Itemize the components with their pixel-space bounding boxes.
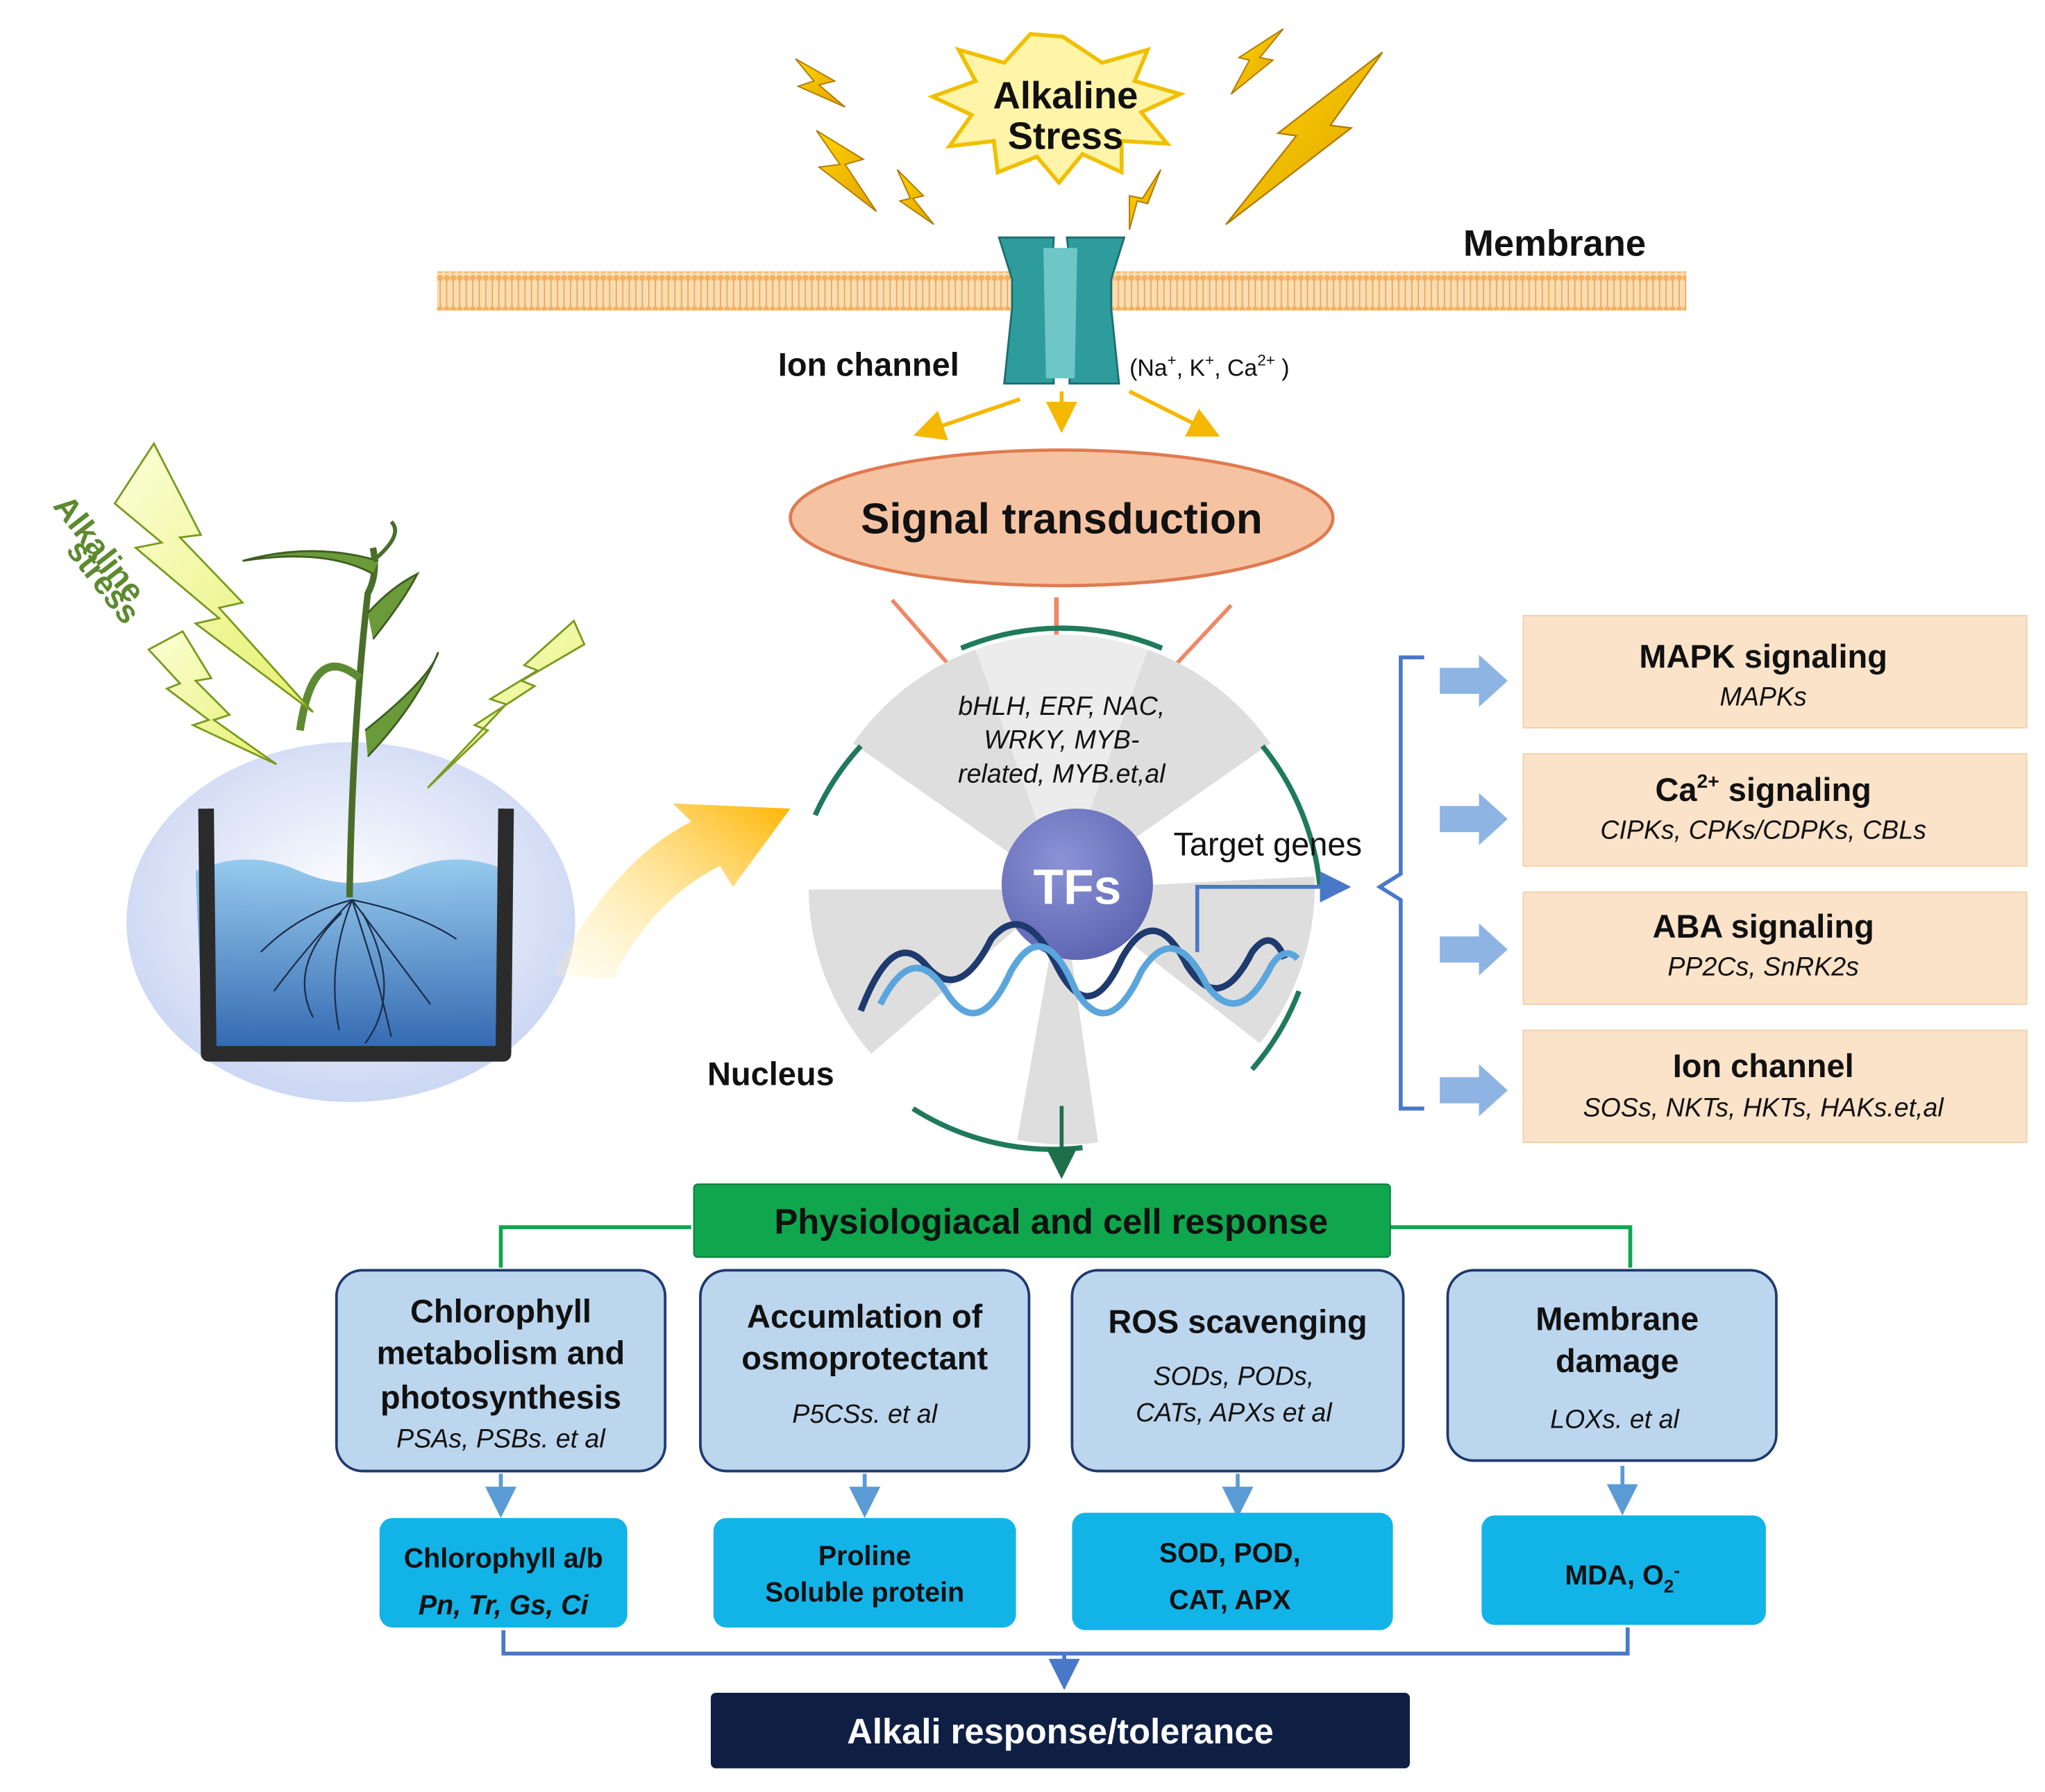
response-box (699, 1269, 1031, 1473)
response-title-line: photosynthesis (380, 1378, 621, 1415)
transcription-arrow (1195, 871, 1352, 952)
pathway-arrow-icon (1440, 923, 1508, 976)
pathway-box-ion-channel: Ion channel SOSs, NKTs, HKTs, HAKs.et,al (1522, 1029, 2028, 1144)
outcome-box (1072, 1512, 1393, 1630)
tfs-circle (1001, 809, 1153, 961)
stress-title-line2: Stress (1008, 115, 1124, 157)
signal-transduction-label: Signal transduction (861, 496, 1263, 543)
response-ros-scavenging: ROS scavenging SODs, PODs, CATs, APXs et… (1070, 1269, 1405, 1630)
outcome-line: CAT, APX (1169, 1585, 1290, 1616)
pathway-title: MAPK signaling (1639, 638, 1887, 675)
response-membrane-damage: Membrane damage LOXs. et al MDA, O2- (1446, 1269, 1778, 1625)
membrane-label: Membrane (1463, 223, 1646, 264)
lightning-bolt-icon (1129, 169, 1162, 230)
outcome-box (379, 1518, 628, 1628)
pathway-genes: CIPKs, CPKs/CDPKs, CBLs (1600, 815, 1926, 844)
outcome-line: SOD, POD, (1159, 1538, 1301, 1569)
nucleus: bHLH, ERF, NAC, WRKY, MYB- related, MYB.… (707, 625, 1362, 1152)
outcome-line: Soluble protein (765, 1577, 964, 1607)
final-label: Alkali response/tolerance (847, 1711, 1274, 1751)
pathway-arrow-icon (1440, 1064, 1508, 1117)
pathway-bracket (1376, 654, 1508, 1117)
response-box (1070, 1269, 1405, 1473)
pathway-arrow-icon (1440, 793, 1508, 845)
signal-transduction-ellipse (789, 448, 1335, 588)
response-title-line: osmoprotectant (741, 1339, 988, 1376)
outcome-box (713, 1518, 1016, 1628)
lightning-bolt-icon (816, 130, 877, 212)
curved-arrow-icon (553, 803, 791, 979)
response-connector (498, 1225, 1633, 1268)
lightning-bolt-icon (113, 441, 314, 713)
response-title-line: damage (1556, 1342, 1679, 1379)
nucleus-label: Nucleus (707, 1055, 834, 1092)
outcome-line: Proline (818, 1541, 911, 1571)
roots (260, 899, 457, 1044)
response-title-line: Membrane (1535, 1301, 1699, 1337)
pathway-title: Ca2+ signaling (1655, 770, 1871, 808)
pathway-arrows (1440, 654, 1508, 1117)
final-box (710, 1692, 1411, 1768)
physio-header-box (693, 1183, 1391, 1258)
plant-icon (242, 520, 439, 897)
response-genes: PSAs, PSBs. et al (396, 1424, 606, 1453)
pathway-box-mapk: MAPK signaling MAPKs (1522, 615, 2028, 729)
ion-channel-protein-icon (998, 236, 1126, 385)
pot (198, 808, 514, 1062)
ion-species-label: (Na+, K+, Ca2+ ) (1129, 351, 1289, 381)
plant-pot-illustration: Alkaline stress (47, 441, 791, 1102)
outcome-line: Pn, Tr, Gs, Ci (419, 1590, 589, 1621)
tf-families-line3: related, MYB.et,al (958, 759, 1166, 788)
physio-header: Physiologiacal and cell response (498, 1183, 1633, 1268)
response-genes: LOXs. et al (1550, 1405, 1680, 1434)
response-box (1446, 1269, 1778, 1462)
response-title-line: Accumlation of (747, 1298, 983, 1335)
lightning-bolt-icon (1225, 51, 1383, 226)
response-box (335, 1269, 667, 1473)
pathway-genes: MAPKs (1720, 682, 1807, 711)
signal-arrow (1128, 389, 1220, 437)
outcome-box (1481, 1515, 1766, 1625)
dna-helix-icon (857, 921, 1300, 1017)
response-genes: P5CSs. et al (792, 1399, 938, 1428)
tf-families-line2: WRKY, MYB- (984, 725, 1139, 754)
lightning-bolt-icon (146, 629, 278, 766)
signal-transduction: Signal transduction (789, 448, 1335, 690)
pathway-genes: PP2Cs, SnRK2s (1667, 952, 1859, 981)
tf-families-line1: bHLH, ERF, NAC, (958, 691, 1165, 720)
lightning-bolt-icon (427, 619, 586, 789)
response-genes: SODs, PODs, (1154, 1362, 1315, 1391)
pathway-arrow-icon (1440, 654, 1508, 707)
nuclear-envelope (812, 625, 1323, 1152)
final-outcome: Alkali response/tolerance (501, 1628, 1630, 1768)
response-genes: CATs, APXs et al (1136, 1398, 1333, 1427)
ion-channel-label: Ion channel (778, 346, 959, 382)
response-chlorophyll: Chlorophyll metabolism and photosynthesi… (335, 1269, 667, 1628)
starburst-icon (927, 32, 1186, 186)
lightning-bolt-icon (896, 169, 934, 226)
physio-header-label: Physiologiacal and cell response (774, 1202, 1328, 1242)
response-title-line: Chlorophyll (410, 1292, 591, 1329)
response-title-line: ROS scavenging (1108, 1303, 1367, 1339)
final-connector (501, 1628, 1630, 1656)
lightning-bolt-icon (1230, 28, 1284, 95)
alkaline-stress-burst: Alkaline Stress (795, 28, 1383, 230)
response-osmoprotectant: Accumlation of osmoprotectant P5CSs. et … (699, 1269, 1031, 1628)
water (195, 859, 509, 1054)
pathway-title: ABA signaling (1653, 908, 1874, 945)
signal-arrow (913, 397, 1021, 441)
target-genes-label: Target genes (1173, 826, 1362, 863)
response-title-line: metabolism and (377, 1334, 625, 1371)
stress-title-line1: Alkaline (993, 74, 1138, 117)
membrane: Membrane Ion channel (Na+, K+, Ca2+ ) (437, 223, 1687, 441)
outcome-line: Chlorophyll a/b (404, 1544, 603, 1574)
lightning-bolt-icon (795, 58, 846, 108)
pathway-genes: SOSs, NKTs, HKTs, HAKs.et,al (1583, 1093, 1945, 1122)
outcome-line: MDA, O2- (1565, 1560, 1680, 1597)
pathway-box-calcium: Ca2+ signaling CIPKs, CPKs/CDPKs, CBLs (1522, 753, 2028, 867)
pathway-box-aba: ABA signaling PP2Cs, SnRK2s (1522, 891, 2028, 1005)
pathway-title: Ion channel (1673, 1047, 1854, 1084)
tfs-label: TFs (1033, 859, 1121, 915)
